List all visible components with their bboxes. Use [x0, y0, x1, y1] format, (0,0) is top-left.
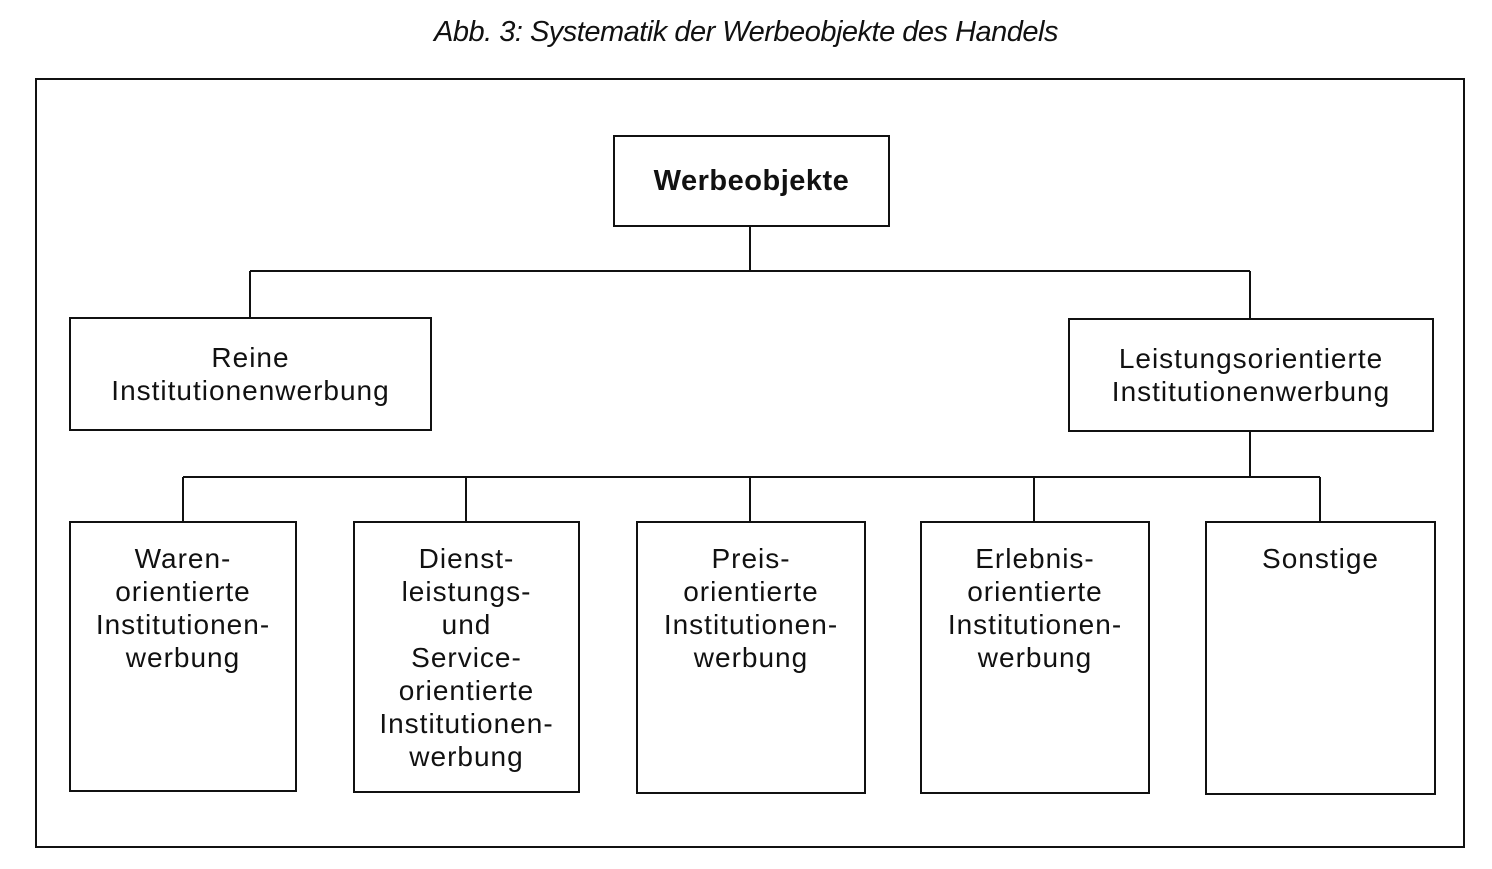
node-label-line: Preis- [711, 543, 791, 574]
node-label-line: Institutionen- [947, 609, 1123, 640]
node-label-line: Institutionen- [663, 609, 839, 640]
node-label-line: Institutionenwerbung [111, 375, 390, 406]
root-node-label: Werbeobjekte [653, 164, 850, 197]
node-leistungsorientierte-institutionenwerbung: Leistungsorientierte Institutionenwerbun… [1068, 318, 1434, 432]
node-sonstige: Sonstige [1205, 521, 1436, 795]
node-label-line: orientierte [398, 675, 535, 706]
node-label-line: werbung [409, 741, 524, 772]
node-label-line: leistungs- [401, 576, 532, 607]
node-label-line: orientierte [967, 576, 1103, 607]
node-label-line: Reine [211, 342, 290, 373]
node-label-line: Erlebnis- [975, 543, 1095, 574]
node-label-line: Sonstige [1262, 543, 1379, 574]
node-label-line: werbung [125, 642, 241, 673]
node-label-line: orientierte [683, 576, 819, 607]
node-preisorientierte: Preis- orientierte Institutionen- werbun… [636, 521, 866, 794]
node-label-line: werbung [977, 642, 1093, 673]
node-reine-institutionenwerbung: Reine Institutionenwerbung [69, 317, 432, 431]
node-label-line: Leistungsorientierte [1118, 343, 1384, 374]
node-label-line: Service- [411, 642, 522, 673]
node-label-line: Institutionen- [379, 708, 554, 739]
node-label-line: Institutionen- [95, 609, 271, 640]
node-erlebnisorientierte: Erlebnis- orientierte Institutionen- wer… [920, 521, 1150, 794]
root-node-werbeobjekte: Werbeobjekte [613, 135, 890, 227]
node-label-line: orientierte [115, 576, 251, 607]
node-label-line: und [441, 609, 492, 640]
figure-caption: Abb. 3: Systematik der Werbeobjekte des … [434, 16, 1058, 48]
node-label-line: Institutionenwerbung [1111, 376, 1391, 407]
node-warenorientierte: Waren- orientierte Institutionen- werbun… [69, 521, 297, 792]
node-label-line: Dienst- [418, 543, 515, 574]
diagram-frame [35, 78, 1465, 848]
node-label-line: werbung [693, 642, 809, 673]
node-dienstleistungs-und-serviceorientierte: Dienst- leistungs- und Service- orientie… [353, 521, 580, 793]
node-label-line: Waren- [134, 543, 232, 574]
